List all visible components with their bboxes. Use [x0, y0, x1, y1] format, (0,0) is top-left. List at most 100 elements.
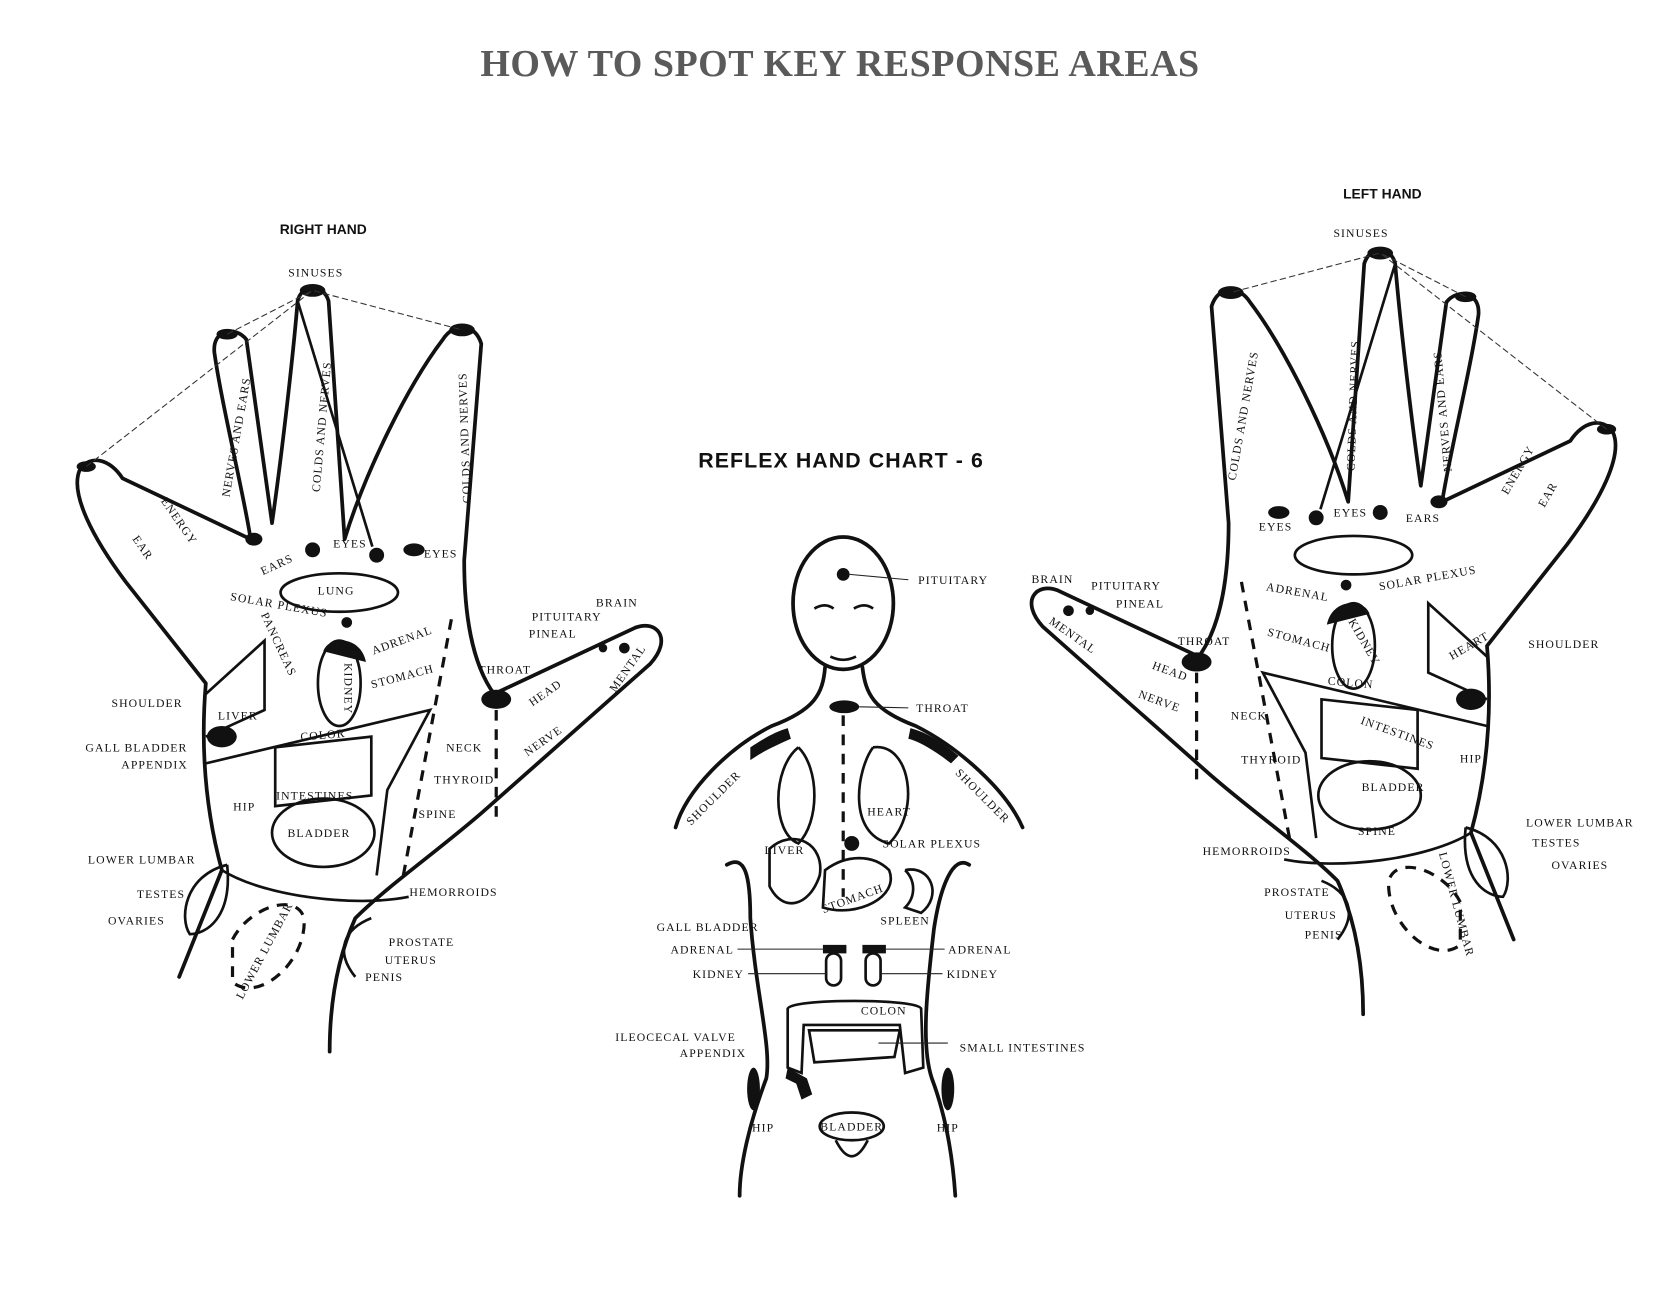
label-nerve: NERVE — [1137, 688, 1182, 715]
label-spleen: SPLEEN — [880, 915, 929, 928]
label-colon: COLON — [1327, 675, 1374, 692]
label-intestines: INTESTINES — [1359, 714, 1436, 753]
label-stomach: STOMACH — [820, 882, 885, 916]
label-prostate: PROSTATE — [389, 936, 455, 949]
body-outline — [673, 535, 1025, 1198]
label-hip: HIP — [752, 1122, 774, 1135]
label-colds-and-nerves: COLDS AND NERVES — [1344, 340, 1362, 471]
label-lower-lumbar: LOWER LUMBAR — [234, 900, 296, 1001]
label-uterus: UTERUS — [385, 954, 437, 967]
right-hand-outline — [75, 283, 663, 1054]
label-shoulder: SHOULDER — [1528, 638, 1599, 651]
label-lower-lumbar: LOWER LUMBAR — [88, 854, 196, 867]
label-small-intestines: SMALL INTESTINES — [960, 1042, 1086, 1055]
label-colon: COLON — [861, 1004, 907, 1017]
left-hand-labels: SINUSES COLDS AND NERVES COLDS AND NERVE… — [1032, 227, 1634, 958]
label-nerves-and-ears: NERVES AND EARS — [1431, 350, 1455, 472]
label-intestines: INTESTINES — [276, 790, 353, 803]
label-brain: BRAIN — [596, 596, 638, 609]
label-hemorroids: HEMORROIDS — [409, 886, 497, 899]
label-colds-and-nerves: COLDS AND NERVES — [1226, 350, 1262, 481]
label-sinuses: SINUSES — [288, 267, 343, 280]
label-testes: TESTES — [137, 888, 185, 901]
label-nerves-and-ears: NERVES AND EARS — [220, 376, 254, 498]
label-throat: THROAT — [478, 664, 531, 677]
label-prostate: PROSTATE — [1264, 886, 1330, 899]
label-shoulder: SHOULDER — [112, 697, 183, 710]
label-ear: EAR — [130, 533, 156, 562]
label-hip: HIP — [233, 800, 255, 813]
label-pituitary: PITUITARY — [532, 610, 602, 623]
label-bladder: BLADDER — [288, 827, 351, 840]
label-ovaries: OVARIES — [108, 915, 165, 928]
label-stomach: STOMACH — [370, 662, 436, 691]
label-penis: PENIS — [1305, 928, 1343, 941]
page-title: HOW TO SPOT KEY RESPONSE AREAS — [480, 43, 1200, 85]
label-eyes: EYES — [1259, 521, 1293, 534]
label-hip: HIP — [937, 1122, 959, 1135]
label-throat: THROAT — [916, 702, 969, 715]
label-colds-and-nerves: COLDS AND NERVES — [310, 361, 334, 493]
label-spine: SPINE — [1358, 825, 1396, 838]
label-solar-plexus: SOLAR PLEXUS — [229, 590, 328, 620]
label-appendix: APPENDIX — [121, 759, 188, 772]
label-sinuses: SINUSES — [1333, 227, 1388, 240]
label-ears: EARS — [259, 552, 296, 578]
label-liver: LIVER — [218, 710, 258, 723]
left-hand-heading: LEFT HAND — [1343, 186, 1422, 202]
label-hemorroids: HEMORROIDS — [1203, 845, 1291, 858]
label-color: COLOR — [300, 727, 346, 744]
chart-heading: REFLEX HAND CHART - 6 — [698, 449, 984, 473]
label-adrenal: ADRENAL — [671, 943, 735, 956]
label-bladder: BLADDER — [1362, 781, 1425, 794]
label-gall-bladder: GALL BLADDER — [657, 921, 759, 934]
label-pineal: PINEAL — [529, 627, 577, 640]
label-throat: THROAT — [1178, 635, 1231, 648]
label-thyroid: THYROID — [434, 774, 494, 787]
label-bladder: BLADDER — [820, 1121, 883, 1134]
label-solar-plexus: SOLAR PLEXUS — [1378, 563, 1477, 593]
label-kidney: KIDNEY — [1346, 617, 1383, 668]
label-brain: BRAIN — [1032, 573, 1074, 586]
right-hand-heading: RIGHT HAND — [280, 221, 367, 237]
label-adrenal: ADRENAL — [948, 943, 1012, 956]
label-testes: TESTES — [1532, 837, 1580, 850]
label-uterus: UTERUS — [1285, 909, 1337, 922]
label-penis: PENIS — [365, 971, 403, 984]
right-hand-labels: SINUSES NERVES AND EARS COLDS AND NERVES… — [85, 267, 648, 1002]
label-heart: HEART — [867, 806, 911, 819]
label-shoulder: SHOULDER — [684, 769, 743, 828]
label-pineal: PINEAL — [1116, 597, 1164, 610]
label-solar-plexus: SOLAR PLEXUS — [883, 838, 982, 851]
label-kidney: KIDNEY — [693, 968, 744, 981]
label-ear: EAR — [1536, 480, 1561, 510]
label-lower-lumbar: LOWER LUMBAR — [1526, 816, 1634, 829]
label-ears: EARS — [1406, 512, 1440, 525]
label-stomach: STOMACH — [1266, 626, 1332, 655]
label-ileocecal-valve: ILEOCECAL VALVE — [615, 1031, 736, 1044]
label-gall-bladder: GALL BLADDER — [85, 742, 187, 755]
label-neck: NECK — [446, 742, 482, 755]
label-eyes: EYES — [333, 538, 367, 551]
label-adrenal: ADRENAL — [370, 624, 434, 658]
left-hand-outline — [1029, 244, 1619, 1017]
label-pituitary: PITUITARY — [1091, 579, 1161, 592]
label-neck: NECK — [1231, 710, 1267, 723]
label-thyroid: THYROID — [1241, 753, 1301, 766]
label-eyes: EYES — [1334, 507, 1368, 520]
label-ovaries: OVARIES — [1551, 859, 1608, 872]
label-appendix: APPENDIX — [680, 1047, 747, 1060]
label-spine: SPINE — [419, 808, 457, 821]
label-hip: HIP — [1460, 752, 1482, 765]
label-liver: LIVER — [765, 844, 805, 857]
label-nerve: NERVE — [522, 723, 565, 759]
label-head: HEAD — [527, 677, 565, 709]
label-adrenal: ADRENAL — [1265, 580, 1330, 604]
label-colds-and-nerves: COLDS AND NERVES — [456, 372, 474, 503]
label-heart: HEART — [1447, 630, 1491, 663]
label-eyes: EYES — [424, 547, 458, 560]
label-kidney: KIDNEY — [947, 968, 998, 981]
label-pituitary: PITUITARY — [918, 574, 988, 587]
label-lung: LUNG — [318, 585, 355, 598]
